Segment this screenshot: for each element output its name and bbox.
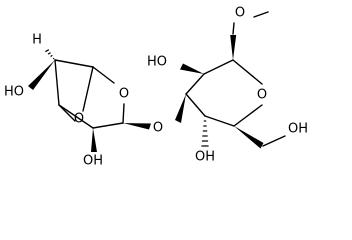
wedge-c2-oh <box>180 63 204 74</box>
oh-label-pyranose-bottom: OH <box>195 150 215 165</box>
bond-c1-ring-o <box>232 59 263 85</box>
bond-c-oh-anomeric-c <box>92 122 124 129</box>
wedge-c-bottom-oh <box>91 128 97 152</box>
bond-c2-c1 <box>203 59 234 75</box>
ho-label-bicyclic-left: HO <box>4 85 24 100</box>
bond-c-lowleft-c-oh <box>58 104 94 129</box>
bond-c6-oh <box>262 135 286 147</box>
bond-c5-c4 <box>204 115 235 127</box>
o-label-bicyclic-ring: O <box>119 87 129 102</box>
oh-label-hydroxymethyl: OH <box>288 122 308 137</box>
bond-bridgehead-top-bridge-o <box>82 66 94 112</box>
wedge-anomeric-glycosidic-o <box>123 123 151 130</box>
oh-label-bicyclic-bottom: OH <box>83 154 103 169</box>
bond-anomeric-c-ring-o <box>122 103 125 124</box>
bond-c4-c3 <box>185 93 206 117</box>
hash-c-h <box>45 49 55 60</box>
bond-bridgehead-top-c-left <box>54 59 94 68</box>
bond-c3-c2 <box>185 73 205 95</box>
stereo-bonds <box>28 35 264 152</box>
bond-ring-o-c5 <box>233 104 263 127</box>
o-label-bicyclic-bridge: O <box>74 112 84 127</box>
atom-labels: H HO O O OH O HO O OH OH O <box>4 6 308 169</box>
o-label-pyranose-ring: O <box>257 88 267 103</box>
wedge-c1-methoxy <box>230 35 237 60</box>
bond-bridge-o-c-lowleft <box>58 104 76 122</box>
bond-methoxy-o-c1 <box>232 22 235 35</box>
wedge-c3-glycosidic-o <box>175 94 186 123</box>
bond-lines <box>54 11 286 147</box>
bond-ring-o-bridgehead-top <box>92 66 115 84</box>
chemical-structure: H HO O O OH O HO O OH OH O <box>4 6 308 169</box>
hash-c4-oh <box>201 120 209 147</box>
wedge-c-left-ho <box>28 60 55 90</box>
wedge-c5-ch2 <box>234 126 264 149</box>
o-label-glycosidic: O <box>153 121 163 136</box>
bond-c-left-c-lowleft <box>54 59 60 106</box>
bond-methyl <box>253 11 269 18</box>
ho-label-pyranose-top: HO <box>147 55 167 70</box>
h-atom-label: H <box>32 33 42 48</box>
o-label-methoxy: O <box>235 6 245 21</box>
